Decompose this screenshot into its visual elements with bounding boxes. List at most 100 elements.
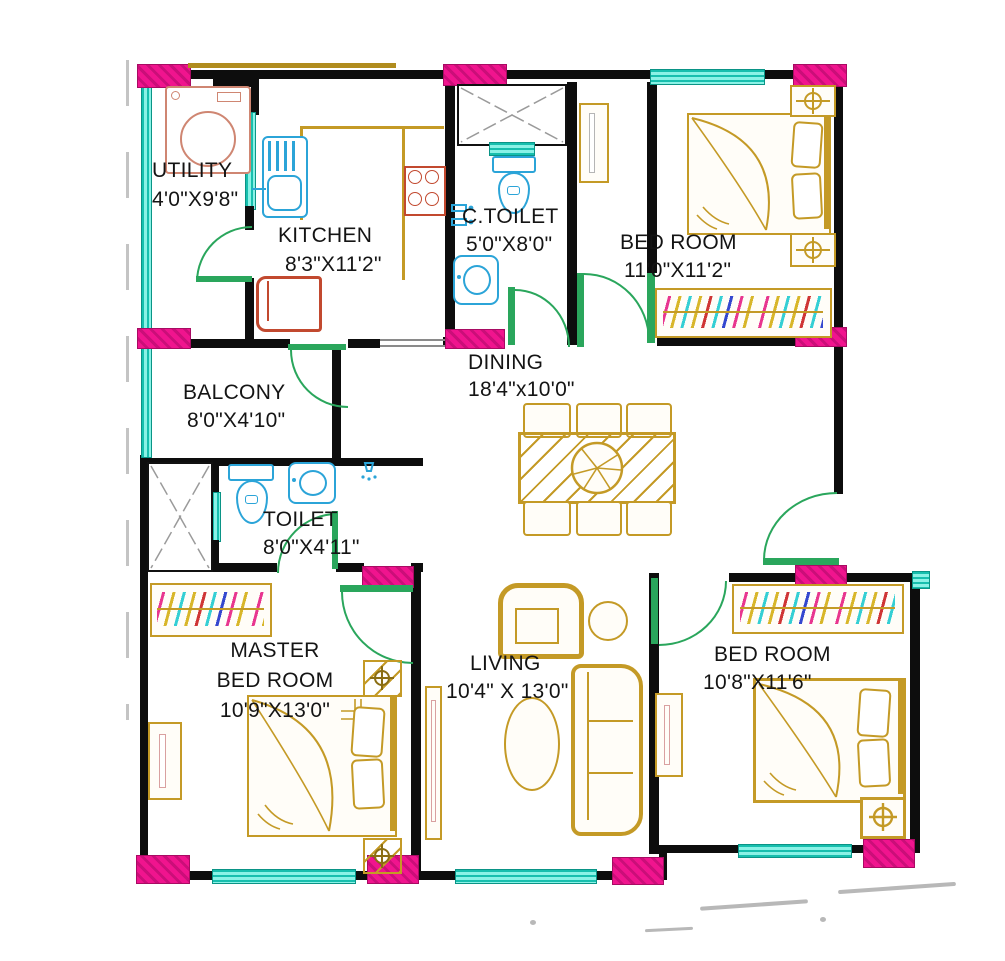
dining-table xyxy=(518,432,676,504)
wall-living-bedroom2-divider xyxy=(649,573,659,854)
room-dims-bedroom2: 10'8"X11'6" xyxy=(703,671,812,694)
wall-shower-divider-b xyxy=(211,540,219,572)
master-window xyxy=(212,869,356,884)
oval-coffee-table xyxy=(504,697,560,791)
kitchen-sink-tap xyxy=(252,188,266,190)
room-label-master-bedroom: MASTER BED ROOM 10'9"X13'0" xyxy=(195,636,355,726)
wall-ctoilet-left xyxy=(445,82,455,329)
wc-flush-detail xyxy=(507,186,520,195)
stove-burner xyxy=(425,170,439,184)
bedroom1-bed xyxy=(687,113,831,235)
armchair-seat xyxy=(515,608,559,644)
wall-bedroom1-bottom xyxy=(657,337,843,346)
bedroom1-side-table xyxy=(790,233,836,267)
kitchen-counter-edge xyxy=(300,126,444,129)
bedroom1-wardrobe xyxy=(655,288,832,338)
room-label-toilet: TOILET xyxy=(263,508,338,531)
room-label-dining: DINING xyxy=(468,351,544,374)
bed-blanket-curve xyxy=(691,117,770,231)
room-dims-living: 10'4" X 13'0" xyxy=(446,680,569,703)
kitchen-counter-edge xyxy=(402,126,405,280)
bedroom2-wardrobe xyxy=(732,584,904,634)
room-label-bedroom2: BED ROOM xyxy=(714,643,831,666)
master-label-line2: BED ROOM xyxy=(216,669,334,692)
master-side-table xyxy=(363,660,402,697)
ctoilet-door-leaf xyxy=(508,287,515,345)
main-door-arc xyxy=(763,492,837,560)
refrigerator xyxy=(256,276,322,332)
room-dims-kitchen: 8'3"X11'2" xyxy=(285,253,382,276)
room-label-utility: UTILITY xyxy=(152,159,233,182)
washbasin-bowl xyxy=(463,265,491,295)
wall-master-living-divider xyxy=(411,563,421,879)
wall-toilet-top xyxy=(140,458,423,466)
shower-x-mark xyxy=(150,465,210,569)
pillow xyxy=(790,172,824,220)
wall-ctoilet-right xyxy=(567,82,577,345)
ctoilet-shower-area xyxy=(457,84,567,146)
bed-headboard xyxy=(824,115,829,229)
washbasin-tap xyxy=(292,478,296,482)
wall-utility-divider-b xyxy=(245,278,254,345)
living-tv-unit xyxy=(425,686,442,840)
utility-side-window xyxy=(141,82,152,336)
room-label-bedroom1: BED ROOM xyxy=(620,231,737,254)
stove-burner xyxy=(425,192,439,206)
scan-artifact xyxy=(699,899,809,911)
bedroom2-window xyxy=(738,844,852,858)
wall-balcony-top-right xyxy=(348,339,380,348)
wall-utility-divider-a xyxy=(245,206,254,230)
bedroom1-side-table xyxy=(790,85,836,117)
column xyxy=(137,328,191,349)
room-dims-balcony: 8'0"X4'10" xyxy=(187,409,286,432)
scan-artifact xyxy=(820,917,826,922)
scan-artifact xyxy=(838,881,956,895)
wall-balcony-top-left xyxy=(140,339,290,348)
room-dims-dining: 18'4"x10'0" xyxy=(468,378,575,401)
master-door-leaf xyxy=(340,585,413,592)
kitchen-sink-bowl xyxy=(267,175,302,211)
wardrobe-hangers xyxy=(157,592,264,626)
main-door-leaf xyxy=(763,558,839,565)
ctoilet-wc-tank xyxy=(492,156,536,173)
room-dims-bedroom1: 11'0"X11'2" xyxy=(624,259,732,282)
pillow xyxy=(856,687,892,739)
dresser-mirror xyxy=(159,734,166,788)
sofa xyxy=(571,664,643,836)
master-wardrobe xyxy=(150,583,272,637)
master-label-line1: MASTER xyxy=(230,639,320,662)
pillow xyxy=(350,705,386,759)
room-dims-utility: 4'0"X9'8" xyxy=(152,188,239,211)
bedroom2-bed xyxy=(753,678,906,803)
ctoilet-taps-icon xyxy=(451,204,474,226)
balcony-door-arc xyxy=(290,350,348,408)
bedroom1-window xyxy=(650,69,765,85)
wall-right-upper xyxy=(834,70,843,494)
washing-machine-knob xyxy=(171,91,180,100)
bed-blanket-curve xyxy=(758,683,841,798)
chajja-line xyxy=(188,63,396,68)
room-dims-toilet: 8'0"X4'11" xyxy=(263,536,360,559)
round-side-table xyxy=(588,601,628,641)
lamp-icon xyxy=(796,237,830,263)
balcony-side-window xyxy=(141,348,152,458)
column xyxy=(612,857,664,885)
toilet-wc-tank xyxy=(228,464,274,481)
gas-stove xyxy=(404,166,446,216)
wardrobe-hangers xyxy=(663,296,823,328)
lamp-icon xyxy=(370,666,394,690)
bedroom2-door-leaf xyxy=(651,578,658,644)
living-window xyxy=(455,869,597,884)
dining-chair xyxy=(576,501,622,536)
ctoilet-door-arc xyxy=(515,289,570,347)
kitchen-sink-drainboard xyxy=(268,141,299,171)
wc-flush-detail xyxy=(245,495,258,504)
wall-bedroom1-left xyxy=(647,82,657,273)
scan-artifact xyxy=(530,920,536,925)
scan-artifact xyxy=(126,60,129,720)
master-side-table xyxy=(363,838,402,874)
stove-burner xyxy=(408,170,422,184)
bedroom2-vent xyxy=(912,571,930,589)
dining-centerpiece xyxy=(570,441,624,495)
sofa-cushion-line xyxy=(587,720,633,722)
